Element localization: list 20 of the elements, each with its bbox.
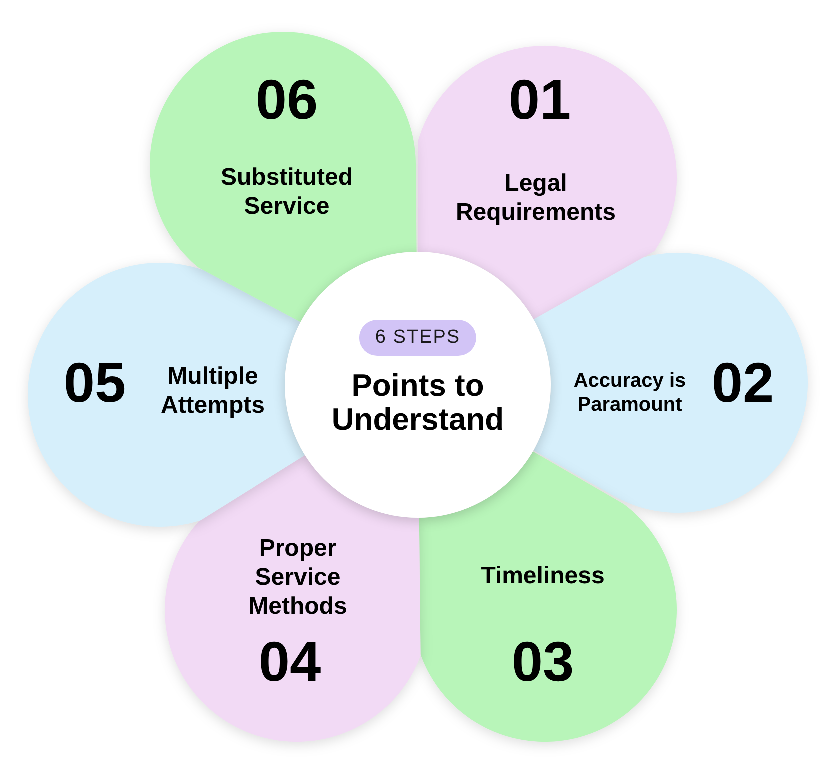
step-title: Timeliness <box>480 562 606 592</box>
step-title: Legal Requirements <box>455 170 617 228</box>
step-number: 02 <box>712 355 774 411</box>
petal <box>417 46 677 320</box>
petal <box>150 32 417 323</box>
petal <box>28 263 306 527</box>
step-count-tag: 6 STEPS <box>359 320 477 356</box>
step-title: Multiple Attempts <box>160 363 266 421</box>
petal <box>419 451 677 742</box>
step-number: 03 <box>512 634 574 690</box>
step-title: Substituted Service <box>220 164 354 222</box>
step-number: 06 <box>256 72 318 128</box>
step-number: 05 <box>64 355 126 411</box>
step-number: 01 <box>508 72 572 128</box>
center-title: Points to Understand <box>331 368 505 438</box>
step-title: Proper Service Methods <box>248 534 348 622</box>
petal <box>533 253 808 513</box>
step-number: 04 <box>258 634 322 690</box>
step-title: Accuracy is Paramount <box>573 369 687 417</box>
petal <box>165 455 421 742</box>
